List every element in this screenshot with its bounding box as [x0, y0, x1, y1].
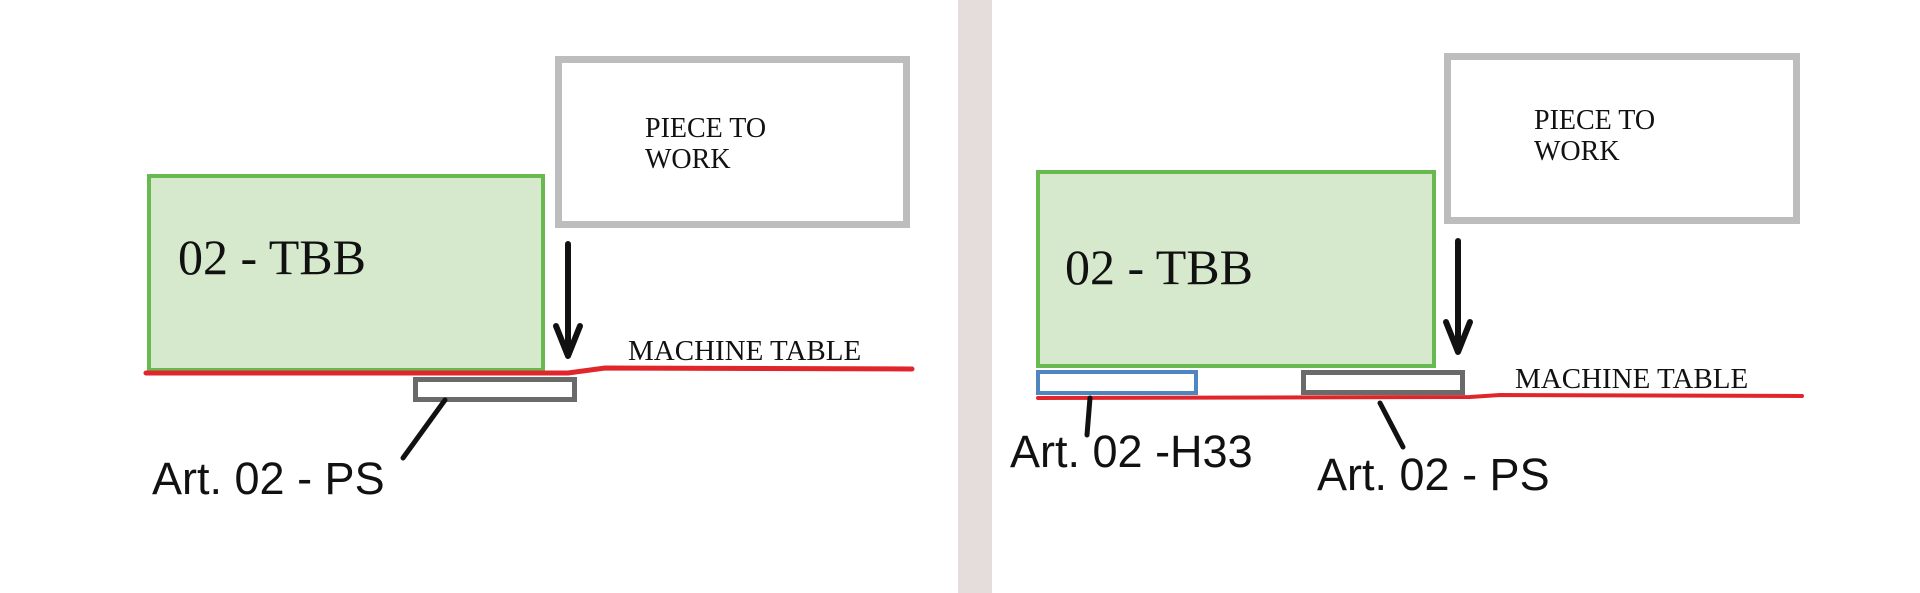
h33-label: Art. 02 -H33 [1010, 426, 1253, 477]
ps-leader-line [1377, 400, 1406, 450]
ps-label: Art. 02 - PS [1317, 449, 1550, 500]
down-arrow [553, 241, 583, 359]
machine-table-line [1036, 392, 1804, 400]
piece-to-work-block [1444, 53, 1800, 224]
machine-table-label: MACHINE TABLE [628, 335, 862, 367]
tbb-label: 02 - TBB [178, 229, 366, 285]
tbb-block [1036, 170, 1436, 368]
tbb-block [147, 174, 545, 372]
machine-table-label: MACHINE TABLE [1515, 363, 1749, 395]
h33-leader-line [1084, 395, 1093, 438]
left-panel: 02 - TBB PIECE TO WORK MACHINE TABLE Art… [0, 0, 958, 593]
down-arrow [1443, 238, 1473, 355]
panel-divider [958, 0, 992, 593]
ps-block [1301, 370, 1465, 395]
piece-to-work-label: PIECE TO WORK [645, 113, 767, 175]
h33-block [1036, 370, 1198, 395]
piece-to-work-label: PIECE TO WORK [1534, 105, 1656, 167]
piece-to-work-block [555, 56, 910, 228]
machine-table-line [143, 365, 915, 376]
tbb-label: 02 - TBB [1065, 239, 1253, 295]
ps-label: Art. 02 - PS [152, 453, 385, 504]
ps-block [413, 377, 577, 402]
ps-leader-line [400, 397, 448, 461]
